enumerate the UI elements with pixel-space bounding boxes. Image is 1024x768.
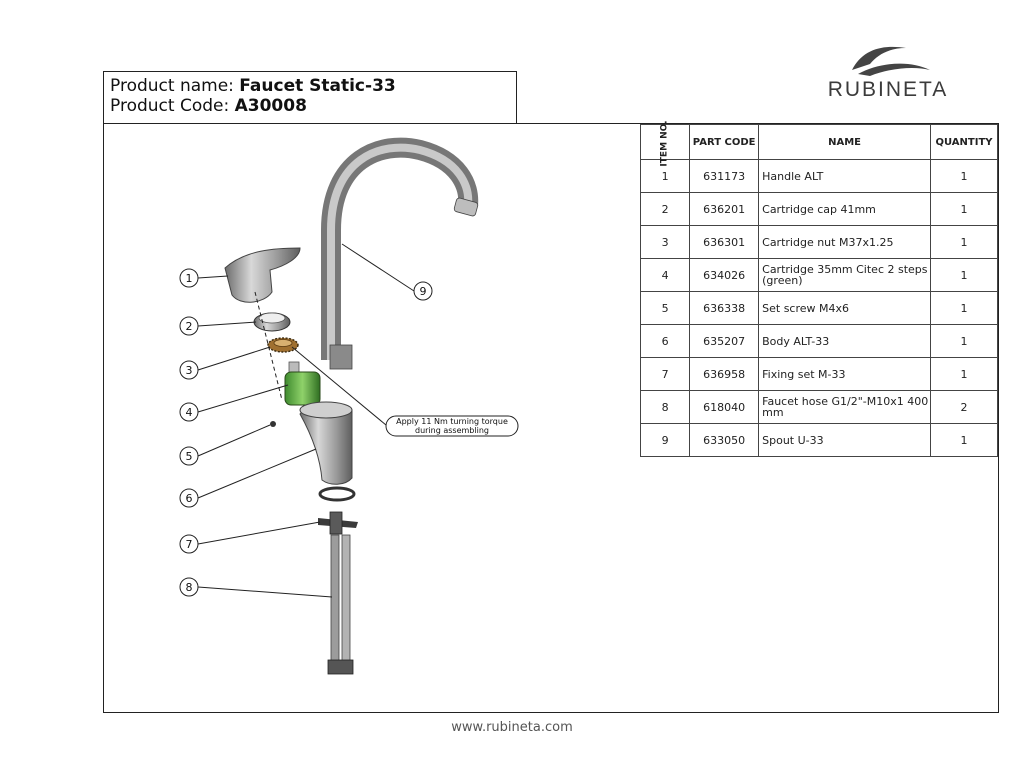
brand-swoosh-icon bbox=[852, 46, 930, 76]
cell-quantity: 2 bbox=[930, 390, 998, 424]
table-row: 5 636338 Set screw M4x6 1 bbox=[639, 291, 998, 325]
set-screw bbox=[270, 421, 276, 427]
callout-9: 9 bbox=[420, 285, 427, 298]
faucet-hoses bbox=[327, 534, 354, 675]
product-name-label: Product name: bbox=[110, 76, 234, 96]
brand-logo: RUBINETA bbox=[818, 40, 958, 104]
cartridge-cap bbox=[253, 312, 291, 332]
leader-lines bbox=[197, 243, 415, 598]
table-row: 3 636301 Cartridge nut M37x1.25 1 bbox=[639, 225, 998, 259]
callout-4: 4 bbox=[186, 406, 193, 419]
header-part-code: PART CODE bbox=[689, 124, 760, 160]
exploded-view-drawing: 1 2 3 4 5 6 7 8 9 Apply 11 Nm turning to… bbox=[179, 137, 519, 675]
cell-name: Faucet hose G1/2"-M10x1 400 mm bbox=[758, 390, 931, 424]
table-header-row: ITEM NO. PART CODE NAME QUANTITY bbox=[639, 120, 998, 166]
product-code-label: Product Code: bbox=[110, 96, 230, 116]
cell-name: Cartridge cap 41mm bbox=[758, 192, 931, 226]
table-row: 6 635207 Body ALT-33 1 bbox=[639, 324, 998, 358]
cell-quantity: 1 bbox=[930, 258, 998, 292]
callout-6: 6 bbox=[186, 492, 193, 505]
header-item-no: ITEM NO. bbox=[639, 120, 691, 166]
table-row: 2 636201 Cartridge cap 41mm 1 bbox=[639, 192, 998, 226]
cell-name: Body ALT-33 bbox=[758, 324, 931, 358]
table-row: 7 636958 Fixing set M-33 1 bbox=[639, 357, 998, 391]
cell-part-code: 631173 bbox=[689, 159, 760, 193]
cell-part-code: 633050 bbox=[689, 423, 760, 457]
fixing-set bbox=[318, 486, 358, 535]
drawing-frame bbox=[103, 123, 999, 713]
callout-3: 3 bbox=[186, 364, 193, 377]
cell-quantity: 1 bbox=[930, 159, 998, 193]
cell-name: Cartridge nut M37x1.25 bbox=[758, 225, 931, 259]
table-row: 1 631173 Handle ALT 1 bbox=[639, 159, 998, 193]
cell-quantity: 1 bbox=[930, 291, 998, 325]
cell-part-code: 636338 bbox=[689, 291, 760, 325]
cell-name: Fixing set M-33 bbox=[758, 357, 931, 391]
product-code-value: A30008 bbox=[234, 96, 307, 116]
torque-note: Apply 11 Nm turning torque during assemb… bbox=[385, 415, 519, 437]
cell-name: Cartridge 35mm Citec 2 steps (green) bbox=[758, 258, 931, 292]
cell-item: 5 bbox=[639, 291, 691, 325]
cell-item: 4 bbox=[639, 258, 691, 292]
torque-note-line2: during assembling bbox=[415, 426, 489, 435]
product-name-value: Faucet Static-33 bbox=[239, 76, 396, 96]
cell-name: Handle ALT bbox=[758, 159, 931, 193]
cell-part-code: 618040 bbox=[689, 390, 760, 424]
table-row: 4 634026 Cartridge 35mm Citec 2 steps (g… bbox=[639, 258, 998, 292]
cell-name: Set screw M4x6 bbox=[758, 291, 931, 325]
callout-markers bbox=[179, 268, 433, 597]
callout-8: 8 bbox=[186, 581, 193, 594]
cell-quantity: 1 bbox=[930, 357, 998, 391]
callout-2: 2 bbox=[186, 320, 193, 333]
cell-part-code: 636301 bbox=[689, 225, 760, 259]
body bbox=[299, 401, 353, 485]
callout-5: 5 bbox=[186, 450, 193, 463]
cell-part-code: 635207 bbox=[689, 324, 760, 358]
header-quantity: QUANTITY bbox=[930, 124, 998, 160]
product-name-line: Product name: Faucet Static-33 bbox=[110, 76, 516, 96]
spout bbox=[321, 137, 479, 370]
callout-7: 7 bbox=[186, 538, 193, 551]
cell-quantity: 1 bbox=[930, 423, 998, 457]
cell-item: 6 bbox=[639, 324, 691, 358]
cell-quantity: 1 bbox=[930, 225, 998, 259]
cell-part-code: 636958 bbox=[689, 357, 760, 391]
table-row: 8 618040 Faucet hose G1/2"-M10x1 400 mm … bbox=[639, 390, 998, 424]
cell-item: 2 bbox=[639, 192, 691, 226]
cell-part-code: 634026 bbox=[689, 258, 760, 292]
cartridge bbox=[284, 361, 321, 406]
cell-name: Spout U-33 bbox=[758, 423, 931, 457]
header-name: NAME bbox=[758, 124, 931, 160]
cell-quantity: 1 bbox=[930, 324, 998, 358]
cell-part-code: 636201 bbox=[689, 192, 760, 226]
cell-item: 3 bbox=[639, 225, 691, 259]
cell-item: 8 bbox=[639, 390, 691, 424]
product-code-line: Product Code: A30008 bbox=[110, 96, 516, 116]
cartridge-nut bbox=[267, 337, 299, 353]
cell-item: 9 bbox=[639, 423, 691, 457]
callout-1: 1 bbox=[186, 272, 193, 285]
product-title-box: Product name: Faucet Static-33 Product C… bbox=[103, 71, 517, 123]
cell-quantity: 1 bbox=[930, 192, 998, 226]
bill-of-materials-table: ITEM NO. PART CODE NAME QUANTITY 1 63117… bbox=[639, 120, 998, 457]
cell-item: 7 bbox=[639, 357, 691, 391]
brand-name: RUBINETA bbox=[827, 78, 949, 101]
torque-note-line1: Apply 11 Nm turning torque bbox=[396, 417, 508, 426]
handle bbox=[224, 247, 301, 303]
footer-url[interactable]: www.rubineta.com bbox=[451, 720, 573, 735]
table-row: 9 633050 Spout U-33 1 bbox=[639, 423, 998, 457]
cell-item: 1 bbox=[639, 159, 691, 193]
